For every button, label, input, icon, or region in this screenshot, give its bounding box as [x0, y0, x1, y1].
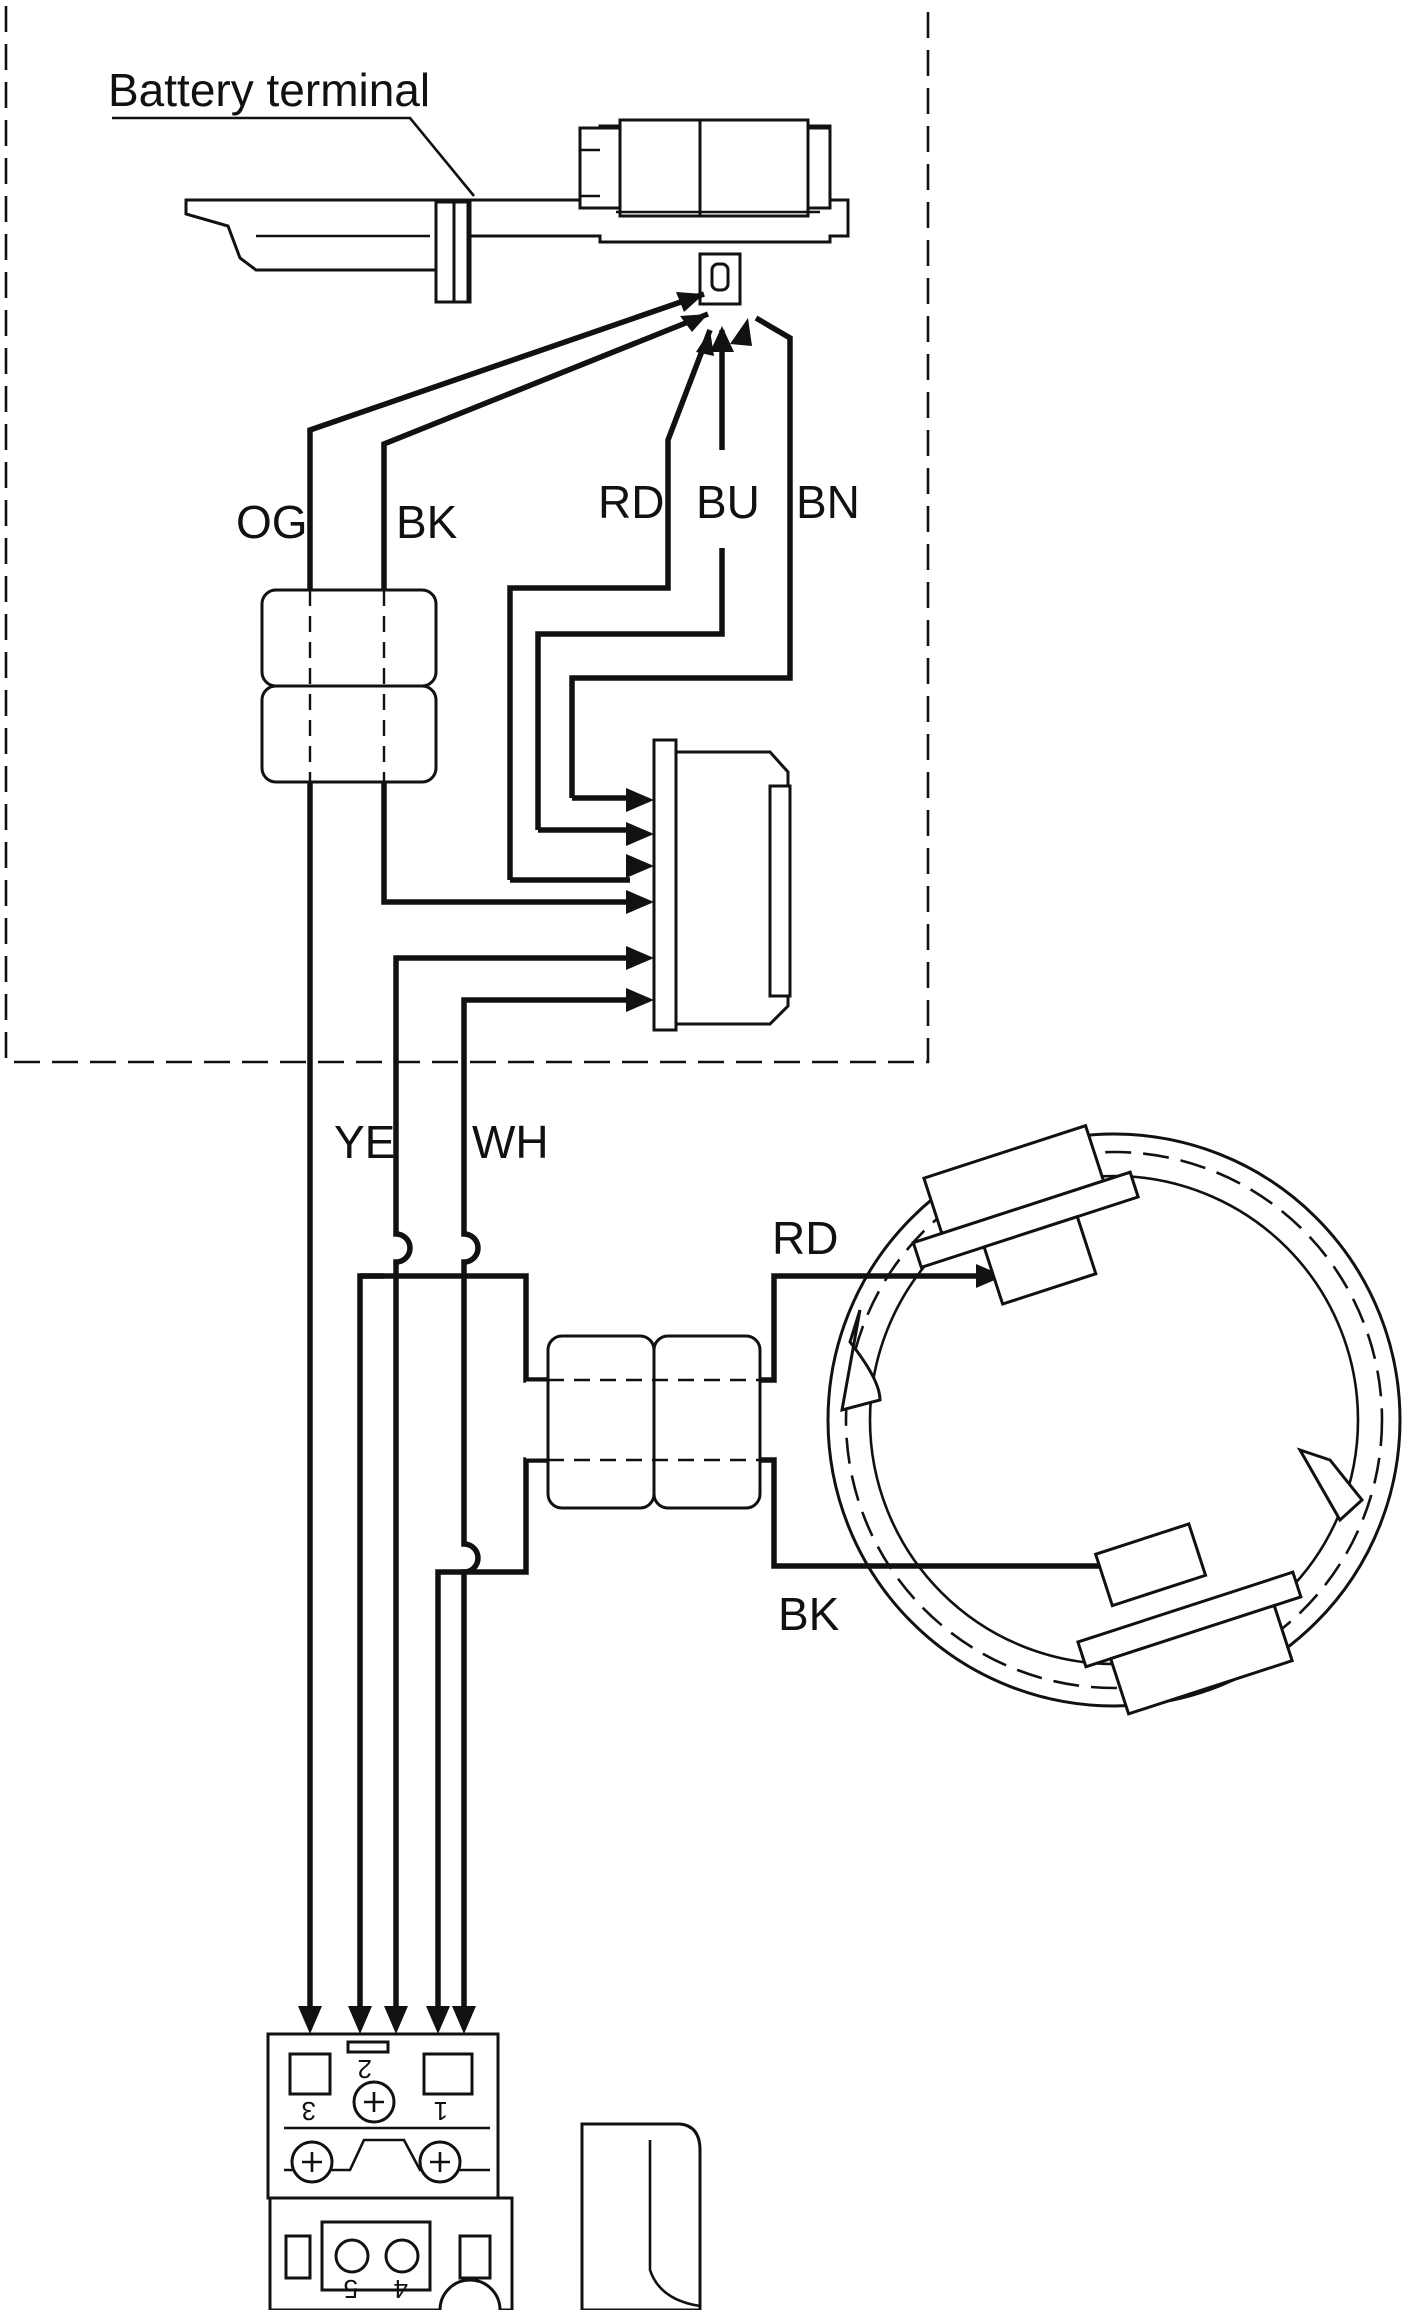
- label-wh: WH: [472, 1116, 549, 1168]
- label-bu: BU: [696, 476, 760, 528]
- label-rd-motor: RD: [772, 1212, 838, 1264]
- switch-terminal-4: 4: [394, 2274, 408, 2304]
- wire-bu: [535, 548, 725, 830]
- switch-terminal-1: 1: [434, 2096, 448, 2126]
- wire-wh: [461, 997, 640, 2008]
- switch-arrows: [298, 2006, 476, 2034]
- controller-arrows: [626, 788, 654, 1012]
- noise-filter-upper: [260, 588, 438, 784]
- motor-brush-holder: [826, 1123, 1402, 1716]
- wire-rd-top: [507, 329, 713, 880]
- battery-terminal-label: Battery terminal: [108, 64, 430, 116]
- noise-filter-motor: [524, 1264, 1132, 1578]
- label-rd-top: RD: [598, 476, 664, 528]
- wire-og: [307, 291, 705, 590]
- switch-terminal-3: 3: [302, 2096, 316, 2126]
- controller: [652, 738, 792, 1032]
- wire-bn: [569, 315, 793, 798]
- battery-terminal-leader: [112, 116, 476, 197]
- label-bk-motor: BK: [778, 1588, 840, 1640]
- wire-ye: [393, 955, 640, 2008]
- label-bn: BN: [796, 476, 860, 528]
- battery-terminal: [184, 118, 850, 306]
- label-og: OG: [236, 496, 308, 548]
- switch-terminal-5: 5: [344, 2274, 358, 2304]
- wire-bk-top: [381, 311, 710, 590]
- terminal-arrows: [676, 292, 752, 356]
- wire-motor-a: [357, 1273, 548, 2008]
- label-bk-top: BK: [396, 496, 458, 548]
- switch: [266, 2032, 702, 2310]
- wire-motor-b: [435, 1457, 548, 2008]
- wire-bk-top-lower: [381, 770, 640, 905]
- label-ye: YE: [334, 1116, 395, 1168]
- switch-terminal-2: 2: [358, 2054, 372, 2084]
